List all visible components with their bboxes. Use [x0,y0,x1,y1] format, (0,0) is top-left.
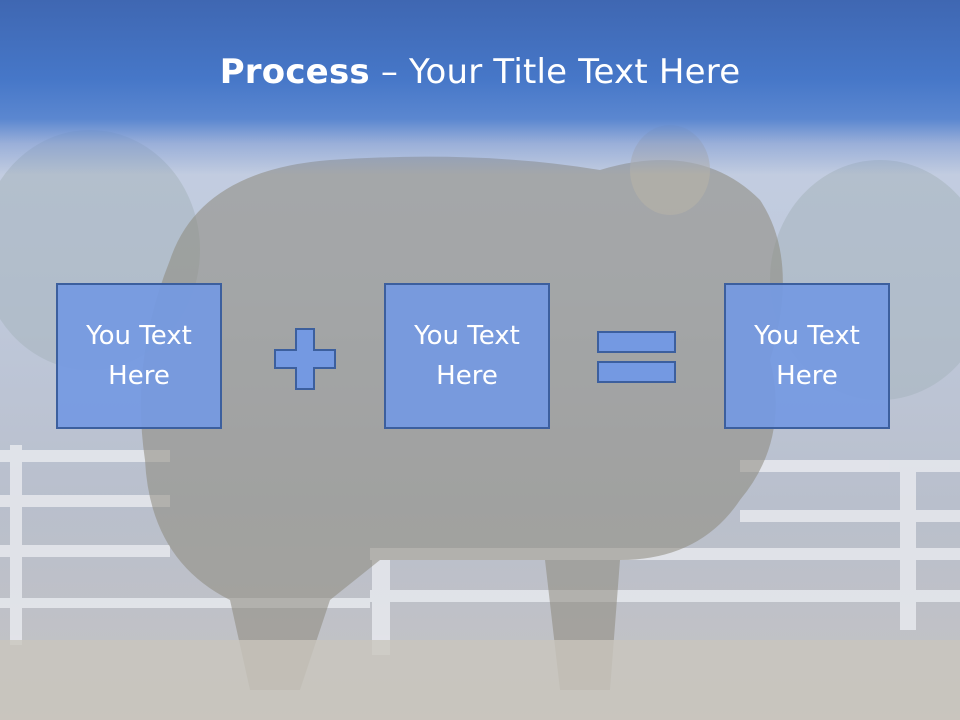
slide-title: Process – Your Title Text Here [0,52,960,92]
process-box-1: You Text Here [56,283,222,429]
equals-icon [597,331,676,383]
process-box-3: You Text Here [724,283,890,429]
plus-icon [274,328,336,390]
title-bold: Process [219,52,370,92]
title-rest: – Your Title Text Here [369,52,741,92]
process-box-2: You Text Here [384,283,550,429]
title-band [0,0,960,175]
